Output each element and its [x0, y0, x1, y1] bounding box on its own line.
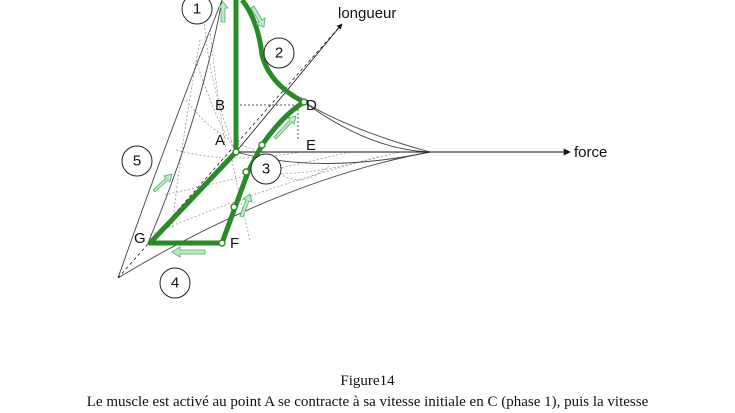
figure-title: Figure14: [340, 373, 395, 389]
arrow-diagonal-icon: [273, 115, 297, 140]
point-e-label: E: [306, 137, 316, 154]
point-a-label: A: [215, 132, 225, 149]
arrow-left-icon: [171, 246, 206, 258]
phase-3-circle: [250, 153, 282, 185]
length-axis-label: longueur: [338, 5, 396, 22]
phase-markers: [121, 0, 295, 299]
phase-3-label: 3: [262, 161, 270, 178]
phase-2-label: 2: [275, 45, 283, 62]
phase-1-label: 1: [193, 1, 201, 18]
point-d-label: D: [306, 97, 317, 114]
direction-arrows: [152, 1, 297, 258]
phase-1-circle: [181, 0, 213, 25]
arrow-down-icon: [250, 5, 266, 28]
force-axis-label: force: [574, 144, 607, 161]
point-g-label: G: [134, 230, 146, 247]
length-axis-solid: [235, 23, 343, 153]
point-f-label: F: [230, 235, 239, 252]
arrow-up-right-icon: [239, 193, 253, 218]
figure-caption: Le muscle est activé au point A se contr…: [86, 394, 649, 410]
phase-4-circle: [159, 267, 191, 299]
cycle-points: [218, 98, 308, 247]
muscle-cycle-diagram: 1 2 3 4 5 B A D E G F longueur force: [117, 0, 607, 299]
phase-4-label: 4: [171, 275, 179, 292]
phase-5-circle: [121, 145, 153, 177]
arrow-up-diag-icon: [152, 173, 173, 193]
phase-5-label: 5: [133, 153, 141, 170]
guide-lines: [236, 104, 304, 140]
arrow-up-icon: [217, 1, 229, 23]
phase-2-circle: [263, 37, 295, 69]
point-b-label: B: [215, 97, 225, 114]
muscle-cycle-path: [147, 0, 307, 246]
